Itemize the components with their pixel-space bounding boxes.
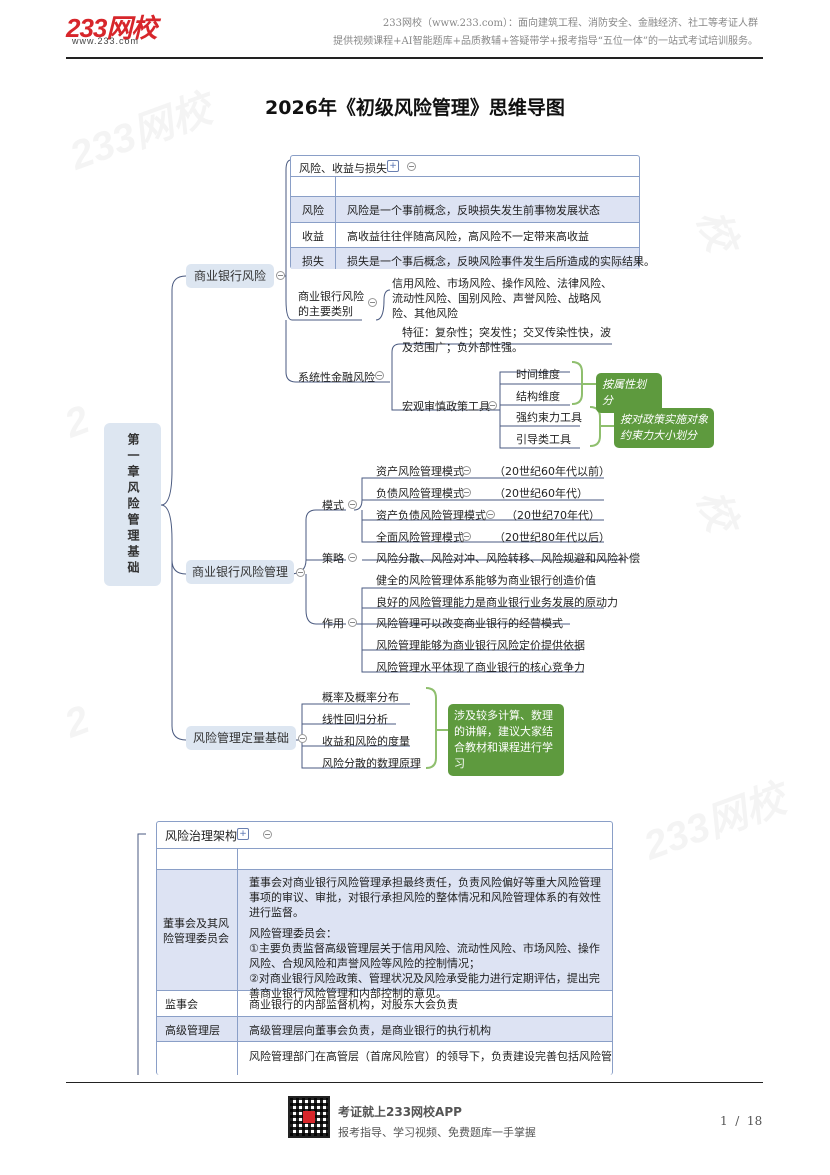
risk-return-loss-table: 风险、收益与损失 + 风险 风险是一个事前概念，反映损失发生前事物发展状态 收益… xyxy=(290,155,655,269)
logo: 233网校 xyxy=(66,13,157,43)
row-label: 收益 xyxy=(302,230,324,243)
footer-rule xyxy=(66,1082,763,1083)
header-tagline-1: 233网校（www.233.com）：面向建筑工程、消防安全、金融经济、社工等考… xyxy=(382,18,758,29)
mode-era: （20世纪80年代以后） xyxy=(494,531,610,544)
row-label: 监事会 xyxy=(165,998,198,1011)
mode-name: 全面风险管理模式 xyxy=(376,531,464,544)
branch-risk-management[interactable]: 商业银行风险管理 xyxy=(186,560,294,584)
collapse-icon[interactable] xyxy=(486,510,495,519)
systemic-risk-feature: 特征：复杂性；突发性；交叉传染性快，波及范围广；负外部性强。 xyxy=(402,326,611,354)
table-title: 风险、收益与损失 xyxy=(299,162,387,175)
collapse-icon[interactable] xyxy=(462,488,471,497)
collapse-icon[interactable] xyxy=(488,401,497,410)
quant-item: 风险分散的数理原理 xyxy=(322,757,421,770)
row-value: 风险是一个事前概念，反映损失发生前事物发展状态 xyxy=(347,204,600,217)
note-study-advice: 涉及较多计算、数理的讲解，建议大家结合教材和课程进行学习 xyxy=(448,704,564,776)
header-tagline-2: 提供视频课程+AI智能题库+品质教辅+答疑带学+报考指导“五位一体”的一站式考试… xyxy=(333,36,758,47)
row-value: 高收益往往伴随高风险，高风险不一定带来高收益 xyxy=(347,230,589,243)
note-by-constraint: 按对政策实施对象约束力大小划分 xyxy=(614,408,714,448)
collapse-icon[interactable] xyxy=(462,466,471,475)
collapse-icon[interactable] xyxy=(298,734,307,743)
collapse-icon[interactable] xyxy=(276,271,285,280)
collapse-icon[interactable] xyxy=(296,568,305,577)
strategy-label: 策略 xyxy=(322,552,344,565)
role-item: 良好的风险管理能力是商业银行业务发展的原动力 xyxy=(376,596,618,609)
footer-subtext: 报考指导、学习视频、免费题库一手掌握 xyxy=(338,1126,536,1139)
dimension-item: 时间维度 xyxy=(516,368,560,381)
paragraph: ①主要负责监督高级管理层关于信用风险、流动性风险、市场风险、操作风险、合规风险和… xyxy=(249,942,600,970)
quant-item: 概率及概率分布 xyxy=(322,691,399,704)
collapse-icon[interactable] xyxy=(407,162,416,171)
governance-table: 风险治理架构 + 董事会及其风险管理委员会 董事会对商业银行风险管理承担最终责任… xyxy=(156,821,613,1075)
mode-name: 资产风险管理模式 xyxy=(376,465,464,478)
quant-item: 收益和风险的度量 xyxy=(322,735,410,748)
row-value: 损失是一个事后概念，反映风险事件发生后所造成的实际结果。 xyxy=(347,255,655,268)
row-label: 风险 xyxy=(302,204,324,217)
mode-label: 模式 xyxy=(322,499,344,512)
root-node[interactable]: 第一章风险管理基础 xyxy=(104,423,161,586)
row-label: 董事会及其风险管理委员会 xyxy=(163,917,229,945)
paragraph: 风险管理委员会： xyxy=(249,927,337,940)
role-item: 风险管理水平体现了商业银行的核心竞争力 xyxy=(376,661,585,674)
risk-types-text: 信用风险、市场风险、操作风险、法律风险、流动性风险、国别风险、声誉风险、战略风险… xyxy=(392,277,612,320)
row-label: 损失 xyxy=(302,255,324,268)
logo-url: www.233.com xyxy=(72,36,140,46)
note-by-attribute: 按属性划分 xyxy=(596,373,662,413)
collapse-icon[interactable] xyxy=(348,553,357,562)
branch-quantitative-basis[interactable]: 风险管理定量基础 xyxy=(186,726,296,750)
collapse-icon[interactable] xyxy=(375,371,384,380)
collapse-icon[interactable] xyxy=(348,618,357,627)
footer-slogan: 考证就上233网校APP xyxy=(338,1105,462,1119)
page-number: 1 / 18 xyxy=(720,1114,763,1128)
row-value: 董事会对商业银行风险管理承担最终责任，负责风险偏好等重大风险管理事项的审议、审批… xyxy=(249,875,605,1001)
systemic-risk-label: 系统性金融风险 xyxy=(298,371,375,384)
qr-logo-icon xyxy=(303,1111,315,1123)
quant-item: 线性回归分析 xyxy=(322,713,388,726)
mode-name: 资产负债风险管理模式 xyxy=(376,509,486,522)
collapse-icon[interactable] xyxy=(462,532,471,541)
table-expand-icon[interactable]: + xyxy=(387,160,399,172)
risk-types-label: 商业银行风险的主要类别 xyxy=(298,290,364,318)
row-value: 高级管理层向董事会负责，是商业银行的执行机构 xyxy=(249,1024,491,1037)
row-label: 高级管理层 xyxy=(165,1024,220,1037)
collapse-icon[interactable] xyxy=(263,830,272,839)
role-label: 作用 xyxy=(322,617,344,630)
role-item: 风险管理能够为商业银行风险定价提供依据 xyxy=(376,639,585,652)
tool-item: 引导类工具 xyxy=(516,433,571,446)
row-value: 风险管理部门在高管层（首席风险官）的领导下，负责建设完善包括风险管理 xyxy=(249,1050,613,1063)
row-value: 商业银行的内部监督机构，对股东大会负责 xyxy=(249,998,458,1011)
mode-era: （20世纪60年代） xyxy=(494,487,588,500)
role-item: 风险管理可以改变商业银行的经营模式 xyxy=(376,617,563,630)
macro-policy-label: 宏观审慎政策工具 xyxy=(402,400,490,413)
collapse-icon[interactable] xyxy=(348,500,357,509)
paragraph: ②对商业银行风险政策、管理状况及风险承受能力进行定期评估，提出完善商业银行风险管… xyxy=(249,972,600,1000)
strategy-text: 风险分散、风险对冲、风险转移、风险规避和风险补偿 xyxy=(376,552,640,565)
mode-name: 负债风险管理模式 xyxy=(376,487,464,500)
page-title: 2026年《初级风险管理》思维导图 xyxy=(265,97,565,119)
header-rule xyxy=(66,57,763,59)
collapse-icon[interactable] xyxy=(368,298,377,307)
tool-item: 强约束力工具 xyxy=(516,411,582,424)
paragraph: 董事会对商业银行风险管理承担最终责任，负责风险偏好等重大风险管理事项的审议、审批… xyxy=(249,876,601,919)
role-item: 健全的风险管理体系能够为商业银行创造价值 xyxy=(376,574,596,587)
table-expand-icon[interactable]: + xyxy=(237,828,249,840)
branch-commercial-bank-risk[interactable]: 商业银行风险 xyxy=(186,264,274,288)
mode-era: （20世纪70年代） xyxy=(506,509,600,522)
dimension-item: 结构维度 xyxy=(516,390,560,403)
table-title: 风险治理架构 xyxy=(165,829,238,843)
mode-era: （20世纪60年代以前） xyxy=(494,465,610,478)
